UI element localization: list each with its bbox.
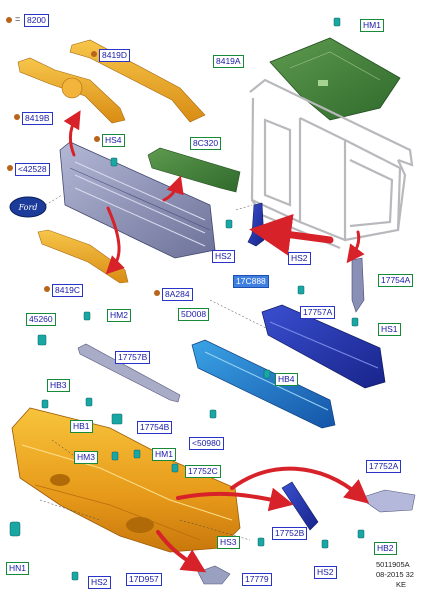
label-5d008[interactable]: 5D008 — [178, 308, 210, 321]
label-17754b[interactable]: 17754B — [137, 421, 173, 434]
label-17752c[interactable]: 17752C — [185, 465, 221, 478]
label-hm2[interactable]: HM2 — [107, 309, 131, 322]
label-8419d[interactable]: 8419D — [99, 49, 131, 62]
footer-doc-id: 5011905A — [376, 560, 410, 569]
label-hs2-b[interactable]: HS2 — [288, 252, 311, 265]
footer-date: 08-2015 32 — [376, 570, 414, 579]
key-equals: = — [15, 14, 21, 24]
bracket-17757b — [77, 343, 181, 403]
bracket-17c888 — [247, 202, 265, 247]
label-50980[interactable]: <50980 — [189, 437, 224, 450]
label-hs4[interactable]: HS4 — [102, 134, 125, 147]
bracket-17752b — [281, 481, 319, 531]
label-hs2-c[interactable]: HS2 — [314, 566, 337, 579]
label-8419b-dot — [14, 114, 20, 120]
key-code-label: 8200 — [24, 14, 49, 27]
label-17752b[interactable]: 17752B — [272, 527, 308, 540]
label-8a284-dot — [154, 290, 160, 296]
label-hm1-b[interactable]: HM1 — [152, 448, 176, 461]
label-hs4-dot — [94, 136, 100, 142]
label-hs2-a[interactable]: HS2 — [212, 250, 235, 263]
label-8419a[interactable]: 8419A — [213, 55, 244, 68]
label-hn1[interactable]: HN1 — [6, 562, 30, 575]
label-17752a[interactable]: 17752A — [366, 460, 402, 473]
label-hs3[interactable]: HS3 — [217, 536, 240, 549]
label-17757b[interactable]: 17757B — [115, 351, 151, 364]
grille-lower-molding-8419c — [37, 229, 129, 284]
label-hs1[interactable]: HS1 — [378, 323, 401, 336]
bracket-17779 — [197, 565, 231, 585]
label-8419d-dot — [91, 51, 97, 57]
bracket-17754a — [351, 257, 365, 313]
label-8a284[interactable]: 8A284 — [162, 288, 193, 301]
bracket-8c320 — [147, 147, 241, 193]
label-8419c[interactable]: 8419C — [52, 284, 84, 297]
label-hb1[interactable]: HB1 — [70, 420, 93, 433]
label-17757a[interactable]: 17757A — [300, 306, 336, 319]
label-42528[interactable]: <42528 — [15, 163, 50, 176]
label-45260[interactable]: 45260 — [26, 313, 56, 326]
label-hb3[interactable]: HB3 — [47, 379, 70, 392]
radiator-shield-8419a — [269, 37, 401, 121]
label-hs2-d[interactable]: HS2 — [88, 576, 111, 589]
ford-logo-text: Ford — [18, 203, 38, 212]
label-hb4[interactable]: HB4 — [275, 373, 298, 386]
bracket-17752a — [359, 489, 416, 513]
label-17754a[interactable]: 17754A — [378, 274, 414, 287]
footer-region: KE — [396, 580, 407, 589]
label-17d957[interactable]: 17D957 — [126, 573, 162, 586]
grille-molding-8419b — [17, 57, 126, 124]
label-hb2[interactable]: HB2 — [374, 542, 397, 555]
fasteners — [9, 17, 365, 581]
assembly-arrows — [63, 110, 370, 573]
label-hm3[interactable]: HM3 — [74, 451, 98, 464]
label-17c888[interactable]: 17C888 — [233, 275, 269, 288]
key-dot-icon — [6, 17, 12, 23]
bumper-cover-17d957 — [11, 407, 241, 553]
label-8419b[interactable]: 8419B — [22, 112, 53, 125]
label-17779[interactable]: 17779 — [242, 573, 272, 586]
reinforcement-17757a — [261, 304, 386, 389]
ford-logo-42528: Ford — [9, 196, 47, 218]
label-hm1-top[interactable]: HM1 — [360, 19, 384, 32]
label-42528-dot — [7, 165, 13, 171]
label-8419c-dot — [44, 286, 50, 292]
label-8c320[interactable]: 8C320 — [190, 137, 222, 150]
energy-absorber-5d008 — [191, 339, 336, 429]
